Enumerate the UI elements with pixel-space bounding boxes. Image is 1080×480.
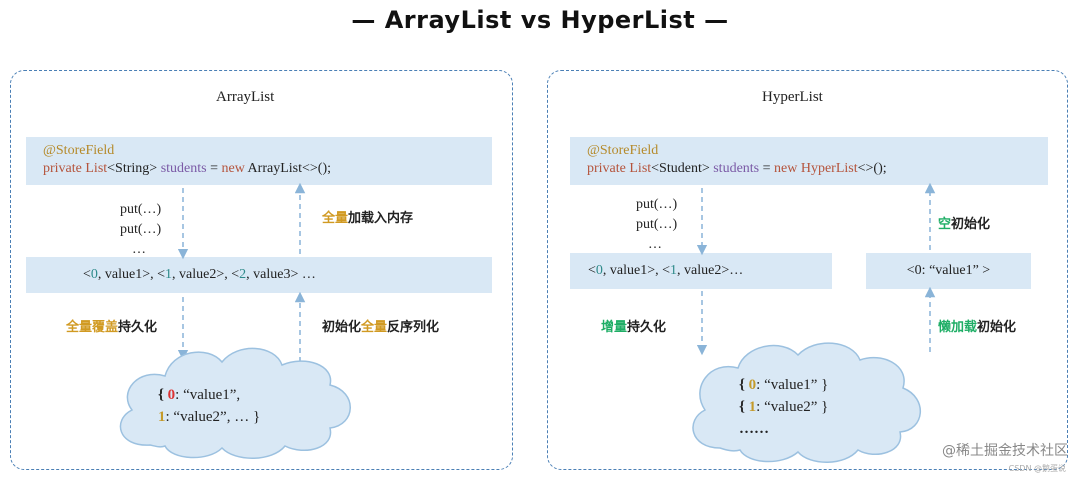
watermark: @稀土掘金技术社区	[942, 443, 1068, 459]
code-variable: students	[160, 161, 207, 176]
code-keyword: private	[587, 161, 630, 176]
hyperlist-persist-label: 增量持久化	[601, 320, 667, 335]
put-line: put(…)	[636, 197, 678, 212]
code-type: List	[629, 161, 652, 176]
arraylist-panel-title: ArrayList	[216, 89, 275, 105]
code-end: <>();	[857, 161, 887, 176]
store-field-annotation: @StoreField	[43, 143, 115, 158]
hyperlist-panel-title: HyperList	[762, 89, 823, 105]
arraylist-init-label: 初始化全量反序列化	[322, 320, 440, 335]
code-generic: <Student>	[651, 161, 714, 176]
put-line: …	[132, 242, 146, 257]
arraylist-put-list: put(…) put(…) …	[120, 200, 161, 260]
code-type: List	[85, 161, 108, 176]
hyperlist-lazy-init-label: 懒加载初始化	[938, 320, 1017, 335]
arraylist-storage-cloud	[119, 347, 351, 459]
put-line: put(…)	[120, 222, 162, 237]
page-title: — ArrayList vs HyperList —	[351, 6, 729, 34]
put-line: put(…)	[120, 202, 162, 217]
hyperlist-panel	[547, 70, 1068, 470]
code-generic: <String>	[107, 161, 161, 176]
arraylist-load-label: 全量加载入内存	[322, 211, 414, 226]
code-assign: =	[759, 161, 775, 176]
code-new-keyword: new	[774, 161, 801, 176]
watermark-small: CSDN @鹅蛋说	[1008, 464, 1066, 473]
put-line: …	[648, 237, 662, 252]
arraylist-code-box: @StoreField private List<String> student…	[26, 137, 492, 185]
code-keyword: private	[43, 161, 86, 176]
hyperlist-storage-cloud	[692, 342, 921, 463]
hyperlist-code-box: @StoreField private List<Student> studen…	[570, 137, 1048, 185]
code-class: ArrayList	[247, 161, 302, 176]
arraylist-persist-label: 全量覆盖持久化	[66, 320, 158, 335]
arraylist-memory-bar: <0, value1>, <1, value2>, <2, value3> …	[26, 257, 492, 293]
hyperlist-lazy-bar: <0: “value1” >	[866, 253, 1031, 289]
arraylist-panel	[10, 70, 513, 470]
hyperlist-memory-bar: <0, value1>, <1, value2>…	[570, 253, 832, 289]
code-class: HyperList	[800, 161, 858, 176]
put-line: put(…)	[636, 217, 678, 232]
hyperlist-empty-init-label: 空初始化	[938, 217, 991, 232]
code-variable: students	[713, 161, 760, 176]
code-end: <>();	[301, 161, 331, 176]
hyperlist-put-list: put(…) put(…) …	[636, 195, 677, 255]
hyperlist-cloud-content: { 0: “value1” } { 1: “value2” } ……	[739, 377, 829, 437]
arraylist-cloud-content: { 0: “value1”, 1: “value2”, … }	[158, 387, 261, 425]
code-assign: =	[206, 161, 222, 176]
store-field-annotation: @StoreField	[587, 143, 659, 158]
code-new-keyword: new	[221, 161, 248, 176]
